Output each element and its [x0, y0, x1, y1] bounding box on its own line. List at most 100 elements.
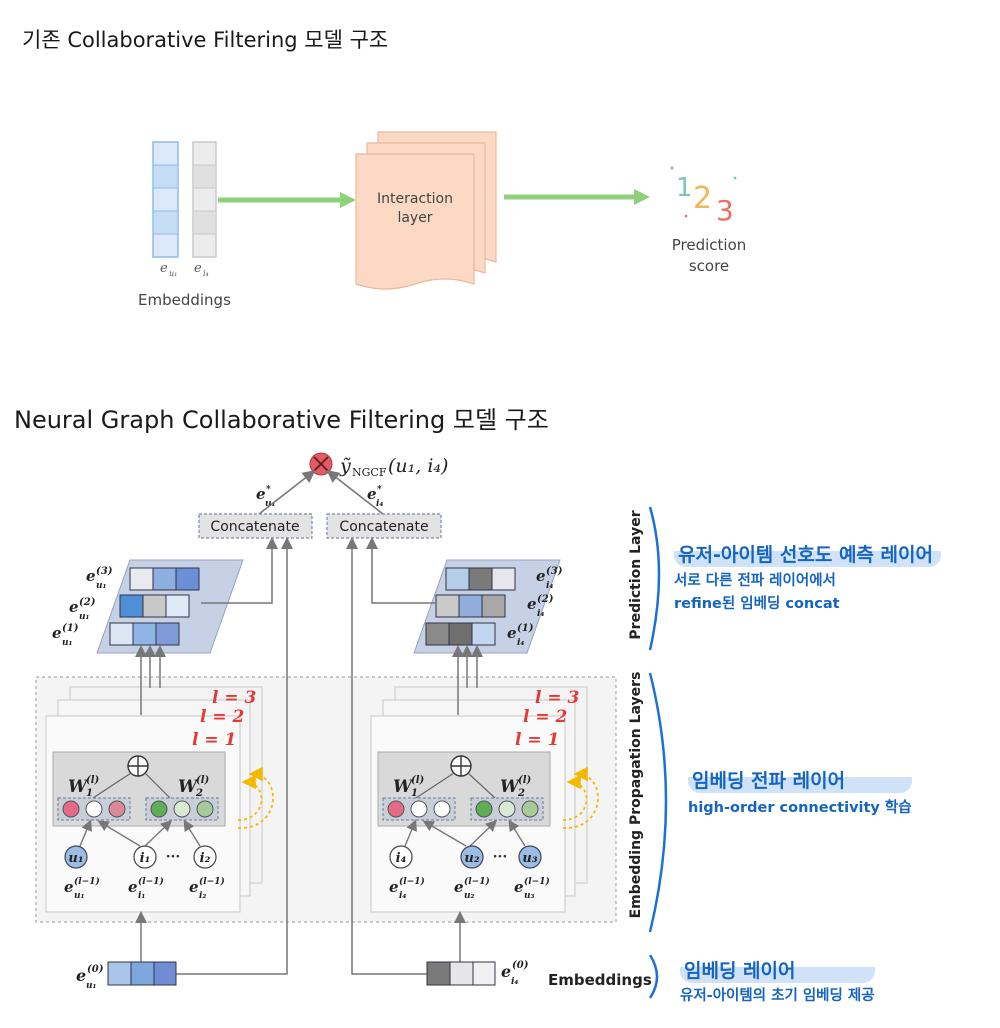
right-layer-label-1: l = 1: [515, 730, 559, 750]
right-w2-sub: 2: [517, 788, 525, 799]
node-label-i4: i₄: [396, 851, 407, 866]
initial-user-emb-sub: u₁: [86, 981, 97, 991]
left-graph-nodes: [64, 845, 217, 869]
digit-2: 2: [693, 181, 712, 216]
interaction-label-line1: Interaction: [377, 191, 453, 207]
left-node-emb-sup-3: (l−1): [199, 876, 225, 887]
output-product-node: [309, 452, 333, 476]
output-args: (u₁, i₄): [388, 455, 448, 477]
title-ngcf: Neural Graph Collaborative Filtering 모델 …: [14, 406, 549, 434]
node-label-u3: u₃: [522, 851, 537, 866]
label-e-i4-sub: i₄: [203, 269, 209, 278]
left-stack-sup-3: (3): [96, 566, 113, 577]
score-digits-icon: 1 2 3: [670, 166, 737, 227]
side-label-propagation: Embedding Propagation Layers: [628, 672, 644, 919]
initial-item-embedding: [426, 961, 496, 986]
left-w1-sub: 1: [86, 788, 93, 799]
digit-3: 3: [716, 194, 734, 227]
node-label-i1: i₁: [140, 851, 151, 866]
right-message-vector-1: [382, 797, 456, 821]
right-layer-embeddings: [425, 567, 516, 646]
left-message-vector-2: [145, 797, 219, 821]
annotation-embedding-title: 임베딩 레이어: [680, 956, 875, 983]
bracket-prediction: [648, 506, 661, 651]
embeddings-label: Embeddings: [138, 291, 231, 309]
bracket-embeddings: [648, 954, 659, 999]
left-stack-sub-3: u₁: [96, 581, 107, 591]
arrow-interaction-to-score: [504, 189, 650, 205]
left-node-emb-label-2: e: [128, 878, 138, 896]
annotation-embedding-line1: 유저-아이템의 초기 임베딩 제공: [680, 988, 875, 1004]
label-e-u1-sub: u₁: [169, 269, 177, 278]
left-sum-node: [127, 755, 149, 777]
right-graph-nodes: [389, 845, 542, 869]
bracket-propagation: [648, 672, 668, 933]
node-label-u1: u₁: [68, 851, 83, 866]
annotation-prediction-line1: 서로 다른 전파 레이어에서: [674, 573, 836, 589]
right-stack-sub-3: i₄: [546, 581, 553, 591]
right-node-emb-sup-1: (l−1): [399, 876, 425, 887]
left-node-emb-label-3: e: [189, 878, 199, 896]
side-label-embeddings: Embeddings: [548, 971, 652, 989]
initial-item-emb-sup: (0): [512, 960, 529, 971]
prediction-score-line2: score: [689, 257, 729, 275]
label-e-u1: e: [160, 261, 168, 276]
left-ellipsis: ···: [166, 849, 181, 865]
left-node-emb-sub-1: u₁: [74, 891, 85, 901]
left-stack-label-2: e: [69, 598, 79, 616]
right-stack-sup-3: (3): [546, 566, 563, 577]
concatenate-left-label: Concatenate: [210, 519, 299, 535]
left-layer-label-1: l = 1: [192, 730, 236, 750]
right-node-emb-sup-3: (l−1): [524, 876, 550, 887]
left-stack-sub-1: u₁: [62, 638, 73, 648]
right-w1-sup: (l): [411, 775, 425, 786]
right-stack-sup-1: (1): [517, 623, 534, 634]
left-node-emb-sup-1: (l−1): [74, 876, 100, 887]
left-message-vector-1: [57, 797, 131, 821]
annotation-prediction-line2: refine된 임베딩 concat: [674, 596, 840, 612]
left-w2-sup: (l): [196, 775, 210, 786]
annotation-propagation-title: 임베딩 전파 레이어: [688, 766, 912, 793]
estar-u-star: *: [266, 485, 271, 495]
right-sum-node: [450, 755, 472, 777]
concatenate-box-left: [198, 513, 313, 539]
node-i1: [133, 845, 157, 869]
arrow-embeddings-to-interaction: [218, 192, 356, 208]
right-w2-label: W: [500, 777, 521, 797]
right-node-emb-label-1: e: [389, 878, 399, 896]
digit-1: 1: [676, 173, 693, 203]
estar-i-label: e: [367, 485, 377, 503]
right-ellipsis: ···: [493, 849, 508, 865]
estar-i-star: *: [377, 485, 382, 495]
label-e-i4: e: [194, 261, 202, 276]
right-node-emb-label-3: e: [514, 878, 524, 896]
right-stack-label-1: e: [507, 624, 517, 642]
estar-u-label: e: [256, 485, 266, 503]
annotation-propagation: 임베딩 전파 레이어 high-order connectivity 학습: [688, 766, 912, 820]
right-w1-label: W: [393, 777, 414, 797]
right-node-emb-label-2: e: [454, 878, 464, 896]
concatenate-box-right: [326, 513, 442, 539]
right-stack-sub-2: i₄: [537, 609, 544, 619]
left-layer-label-3: l = 3: [212, 688, 257, 708]
left-w1-label: W: [68, 777, 89, 797]
left-stack-sup-2: (2): [79, 597, 96, 608]
initial-user-embedding: [107, 961, 177, 986]
right-w1-sub: 1: [411, 788, 418, 799]
right-message-vector-2: [470, 797, 544, 821]
left-node-emb-sub-3: i₂: [199, 891, 206, 901]
interaction-label-line2: layer: [397, 210, 432, 226]
concatenate-right-label: Concatenate: [339, 519, 428, 535]
initial-user-emb-label: e: [76, 966, 86, 985]
left-node-emb-label-1: e: [64, 878, 74, 896]
node-label-i2: i₂: [200, 851, 211, 866]
annotation-prediction: 유저-아이템 선호도 예측 레이어 서로 다른 전파 레이어에서 refine된…: [674, 540, 941, 616]
estar-u-sub: u₁: [265, 499, 276, 509]
right-node-emb-sub-3: u₃: [524, 891, 535, 901]
right-w2-sup: (l): [518, 775, 532, 786]
initial-user-emb-sup: (0): [87, 964, 104, 975]
output-subscript: NGCF: [352, 466, 387, 479]
left-layer-label-2: l = 2: [200, 707, 245, 727]
annotation-prediction-title: 유저-아이템 선호도 예측 레이어: [674, 540, 941, 567]
